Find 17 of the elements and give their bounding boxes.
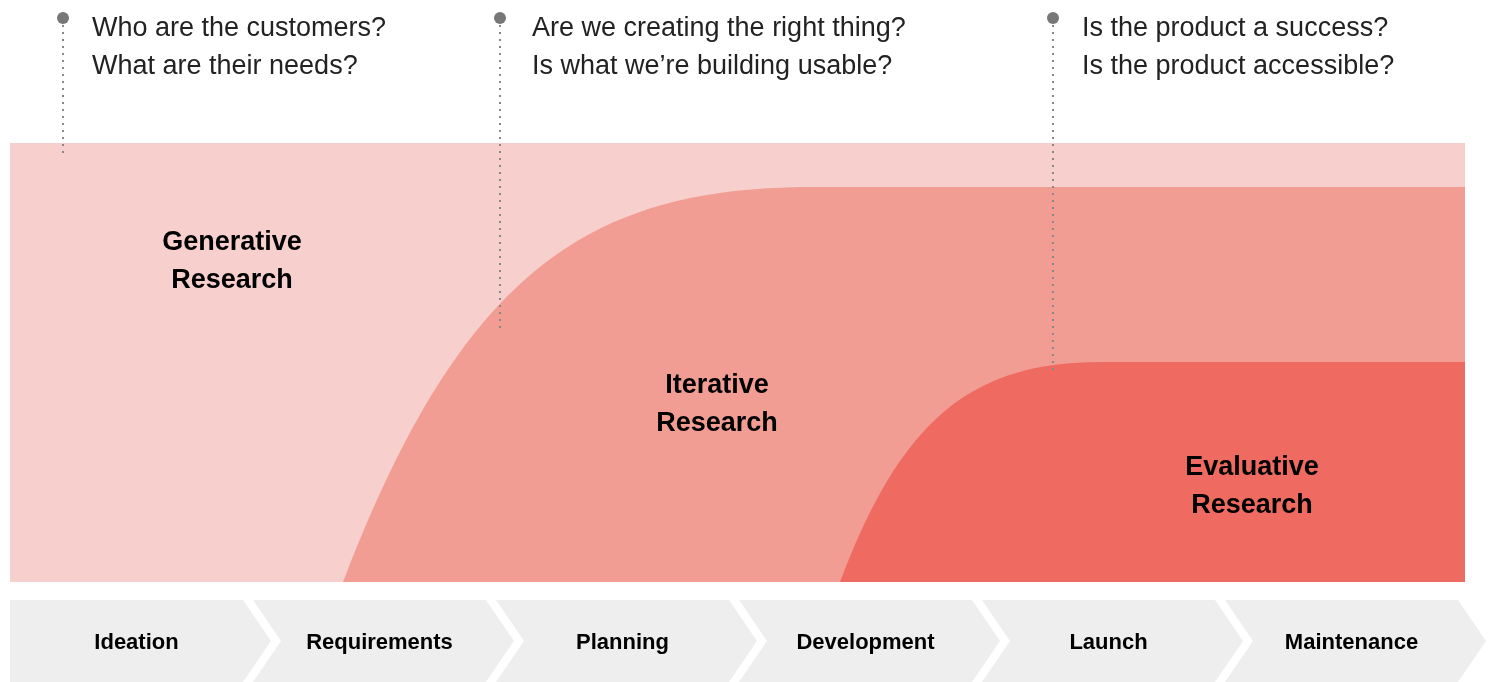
question-text: What are their needs?: [92, 49, 359, 82]
question-text: Is what we’re building usable?: [532, 49, 894, 82]
question-text: Who are the customers?: [92, 11, 388, 44]
stage-label: Development: [796, 627, 936, 656]
stage-label: Requirements: [306, 627, 454, 656]
question-text: Is the product accessible?: [1082, 49, 1396, 82]
question-text: Are we creating the right thing?: [532, 11, 907, 44]
stage-label: Ideation: [94, 627, 180, 656]
stage-label: Maintenance: [1284, 627, 1420, 656]
stage-label: Launch: [1069, 627, 1149, 656]
leader-line: [1047, 12, 1059, 373]
phase-label: Evaluative Research: [1184, 450, 1320, 521]
leader-line: [494, 12, 506, 331]
question-text: Is the product a success?: [1082, 11, 1390, 44]
phase-label: Iterative Research: [655, 368, 779, 439]
stage-label: Planning: [576, 627, 670, 656]
phase-label: Generative Research: [161, 225, 303, 296]
